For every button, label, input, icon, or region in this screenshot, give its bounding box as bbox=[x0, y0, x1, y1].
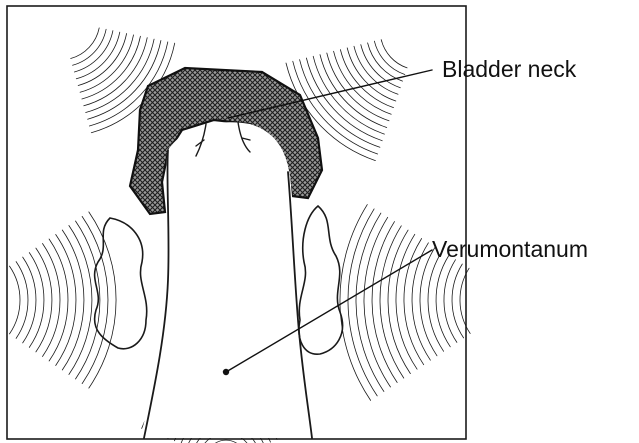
tissue-stroke bbox=[80, 35, 133, 92]
tissue-stroke bbox=[396, 234, 417, 369]
tissue-stroke bbox=[10, 266, 20, 334]
tissue-stroke bbox=[29, 253, 44, 348]
tissue-stroke bbox=[436, 256, 450, 347]
tissue-stroke bbox=[361, 45, 401, 88]
tissue-stroke bbox=[347, 48, 396, 101]
tissue-stroke bbox=[460, 268, 470, 333]
tissue-stroke bbox=[381, 40, 407, 68]
tissue-stroke bbox=[348, 209, 377, 396]
tissue-stroke bbox=[56, 235, 76, 366]
label-verumontanum: Verumontanum bbox=[432, 236, 588, 262]
tissue-stroke bbox=[71, 28, 100, 59]
verumontanum-ridge bbox=[140, 122, 312, 438]
label-bladder-neck: Bladder neck bbox=[442, 56, 577, 82]
tissue-stroke bbox=[89, 212, 116, 388]
tissue-stroke bbox=[372, 222, 397, 383]
tissue-stroke bbox=[334, 51, 392, 114]
tissue-stroke bbox=[16, 262, 28, 339]
tissue-stroke bbox=[76, 32, 120, 79]
tissue-stroke bbox=[84, 38, 147, 106]
right-lateral-lobe bbox=[299, 206, 343, 354]
tissue-stroke bbox=[23, 257, 36, 343]
tissue-stroke bbox=[444, 260, 457, 343]
left-lateral-lobe bbox=[95, 218, 147, 349]
tissue-stroke bbox=[74, 31, 113, 72]
tissue-stroke bbox=[43, 244, 60, 357]
tissue-stroke bbox=[374, 41, 404, 74]
tissue-stroke bbox=[76, 221, 100, 379]
tissue-stroke bbox=[420, 247, 437, 356]
tissue-stroke bbox=[340, 50, 393, 108]
tissue-stroke bbox=[452, 264, 464, 338]
